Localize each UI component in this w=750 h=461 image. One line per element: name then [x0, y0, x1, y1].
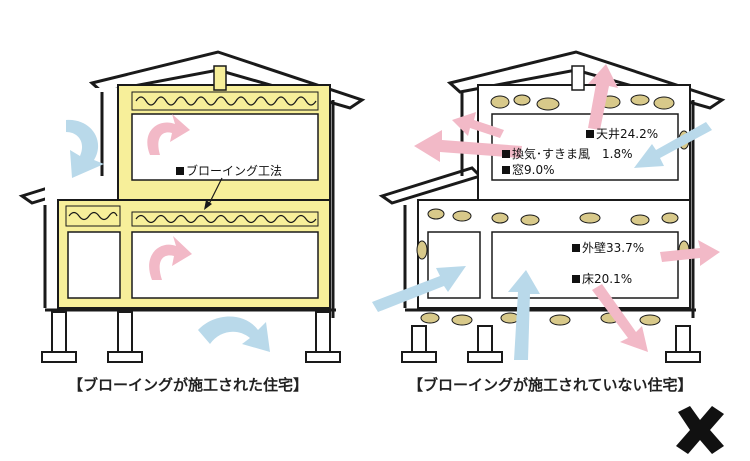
label-square-icon: [572, 275, 580, 283]
right-label-ventilation-text: 換気･すきま風 1.8%: [512, 147, 633, 161]
label-square-icon: [502, 166, 510, 174]
right-label-floor: 床20.1%: [572, 272, 632, 286]
label-square-icon: [586, 130, 594, 138]
label-square-icon: [502, 150, 510, 158]
left-truss: [214, 66, 226, 90]
left-caption: 【ブローイングが施工された住宅】: [68, 374, 308, 395]
right-label-wall-text: 外壁33.7%: [582, 241, 644, 255]
right-label-ceiling-text: 天井24.2%: [596, 127, 658, 141]
right-label-ceiling: 天井24.2%: [586, 127, 658, 141]
right-lower-roof: [382, 168, 480, 203]
right-label-ventilation: 換気･すきま風 1.8%: [502, 147, 633, 161]
cross-mark-icon: [676, 406, 724, 454]
left-blowing-label-text: ブローイング工法: [186, 164, 282, 178]
left-low-attic-insulation: [66, 206, 120, 226]
left-lower-room-small: [68, 232, 120, 298]
right-house: [372, 52, 722, 362]
left-blue-arrow-lower: [198, 317, 270, 353]
right-caption: 【ブローイングが施工されていない住宅】: [408, 374, 693, 395]
left-piers: [42, 312, 340, 362]
right-label-window: 窓9.0%: [502, 163, 555, 177]
right-label-wall: 外壁33.7%: [572, 241, 644, 255]
label-square-icon: [572, 244, 580, 252]
left-attic-insulation: [132, 92, 318, 110]
right-label-window-text: 窓9.0%: [512, 163, 555, 177]
label-square-icon: [176, 167, 184, 175]
left-blowing-label: ブローイング工法: [176, 164, 282, 178]
left-lower-room-large: [132, 232, 318, 298]
right-truss: [572, 66, 584, 90]
right-piers: [402, 326, 700, 362]
left-house: [22, 52, 362, 362]
left-mid-insulation: [132, 212, 318, 226]
right-label-floor-text: 床20.1%: [582, 272, 632, 286]
